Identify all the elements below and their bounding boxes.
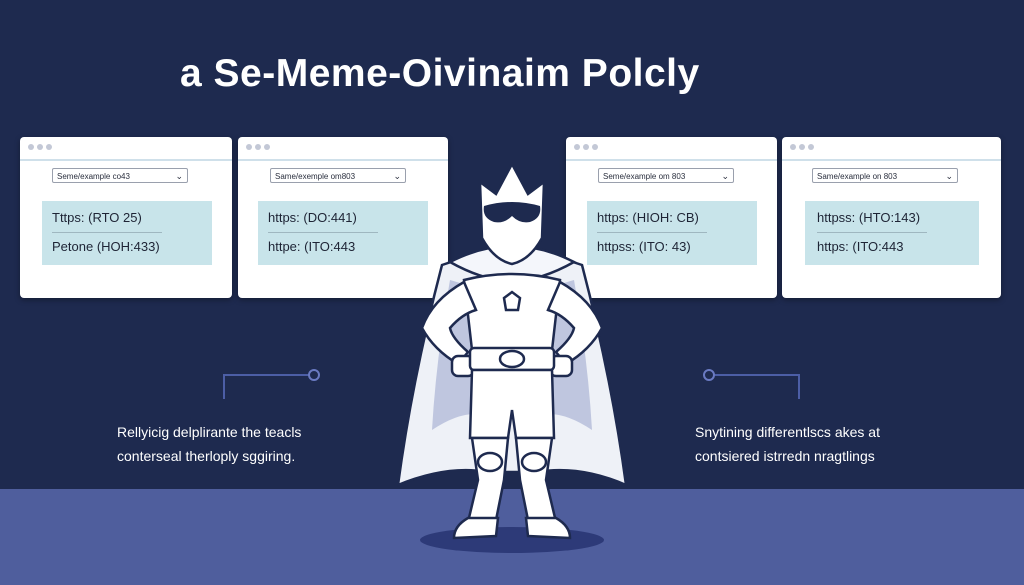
connector-line-left (223, 374, 313, 399)
caption-right-line-1: Snytining differentlscs akes at (695, 424, 880, 440)
window-dot (46, 144, 52, 150)
panel-line-1: https: (HIOH: CB) (597, 210, 699, 225)
window-dot (28, 144, 34, 150)
browser-window-4: Same/example on 803 ⌄ httpss: (HTO:143) … (782, 137, 1001, 298)
url-text: Same/exemple om803 (275, 172, 356, 181)
panel-line-2: Petone (HOH:433) (52, 239, 160, 254)
hero-boot-left (452, 516, 500, 540)
window-dot (255, 144, 261, 150)
connector-node-left (308, 369, 320, 381)
caption-right-line-2: contsiered istrredn nragtlings (695, 448, 875, 464)
url-text: Seme/example om 803 (603, 172, 686, 181)
caption-left-line-2: conterseal therloply sggiring. (117, 448, 296, 464)
panel-line-2: httpe: (ITO:443 (268, 239, 356, 254)
chevron-down-icon: ⌄ (393, 171, 401, 181)
window-dot (799, 144, 805, 150)
chevron-down-icon: ⌄ (945, 171, 953, 181)
panel-line-1: httpss: (HTO:143) (817, 210, 921, 225)
chevron-down-icon: ⌄ (721, 171, 729, 181)
hero-knee-right (520, 451, 548, 473)
connector-node-right (703, 369, 715, 381)
window-dot (790, 144, 796, 150)
panel-line-2: https: (ITO:443 (817, 239, 904, 254)
info-panel: https: (DO:441) httpe: (ITO:443 (258, 201, 428, 265)
hero-emblem (502, 290, 522, 312)
url-text: Same/example on 803 (817, 172, 898, 181)
hero-torso (462, 272, 562, 352)
panel-line-1: Tttps: (RTO 25) (52, 210, 142, 225)
window-dot (246, 144, 252, 150)
url-text: Seme/example co43 (57, 172, 130, 181)
window-dot (574, 144, 580, 150)
panel-divider (52, 232, 162, 233)
info-panel: Tttps: (RTO 25) Petone (HOH:433) (42, 201, 212, 265)
hero-shadow (420, 527, 604, 553)
page-title: a Se-Meme-Oivinaim Polcly (180, 52, 700, 95)
browser-window-1: Seme/example co43 ⌄ Tttps: (RTO 25) Peto… (20, 137, 232, 298)
window-dot (592, 144, 598, 150)
info-panel: httpss: (HTO:143) https: (ITO:443 (805, 201, 979, 265)
caption-left: Rellyicig delplirante the teacls conters… (117, 420, 301, 468)
url-dropdown[interactable]: Seme/example co43 ⌄ (52, 168, 188, 183)
connector-line-right (712, 374, 800, 399)
caption-right: Snytining differentlscs akes at contsier… (695, 420, 880, 468)
url-dropdown[interactable]: Same/exemple om803 ⌄ (270, 168, 406, 183)
hero-mask (483, 202, 541, 223)
window-chrome (566, 137, 777, 161)
panel-divider (817, 232, 927, 233)
window-dot (808, 144, 814, 150)
hero-belt-buckle (498, 349, 526, 369)
browser-window-3: Seme/example om 803 ⌄ https: (HIOH: CB) … (566, 137, 777, 298)
superhero-figure-icon (396, 161, 628, 553)
panel-line-2: httpss: (ITO: 43) (597, 239, 691, 254)
hero-leg-right (514, 436, 558, 524)
url-dropdown[interactable]: Same/example on 803 ⌄ (812, 168, 958, 183)
chevron-down-icon: ⌄ (175, 171, 183, 181)
panel-divider (597, 232, 707, 233)
hero-leg-left (466, 436, 510, 524)
hero-knee-left (476, 451, 504, 473)
url-dropdown[interactable]: Seme/example om 803 ⌄ (598, 168, 734, 183)
window-chrome (20, 137, 232, 161)
window-dot (583, 144, 589, 150)
browser-window-2: Same/exemple om803 ⌄ https: (DO:441) htt… (238, 137, 448, 298)
info-panel: https: (HIOH: CB) httpss: (ITO: 43) (587, 201, 757, 265)
window-dot (37, 144, 43, 150)
window-chrome (782, 137, 1001, 161)
window-chrome (238, 137, 448, 161)
window-dot (264, 144, 270, 150)
panel-divider (268, 232, 378, 233)
panel-line-1: https: (DO:441) (268, 210, 357, 225)
caption-left-line-1: Rellyicig delplirante the teacls (117, 424, 302, 440)
hero-boot-right (524, 516, 572, 540)
